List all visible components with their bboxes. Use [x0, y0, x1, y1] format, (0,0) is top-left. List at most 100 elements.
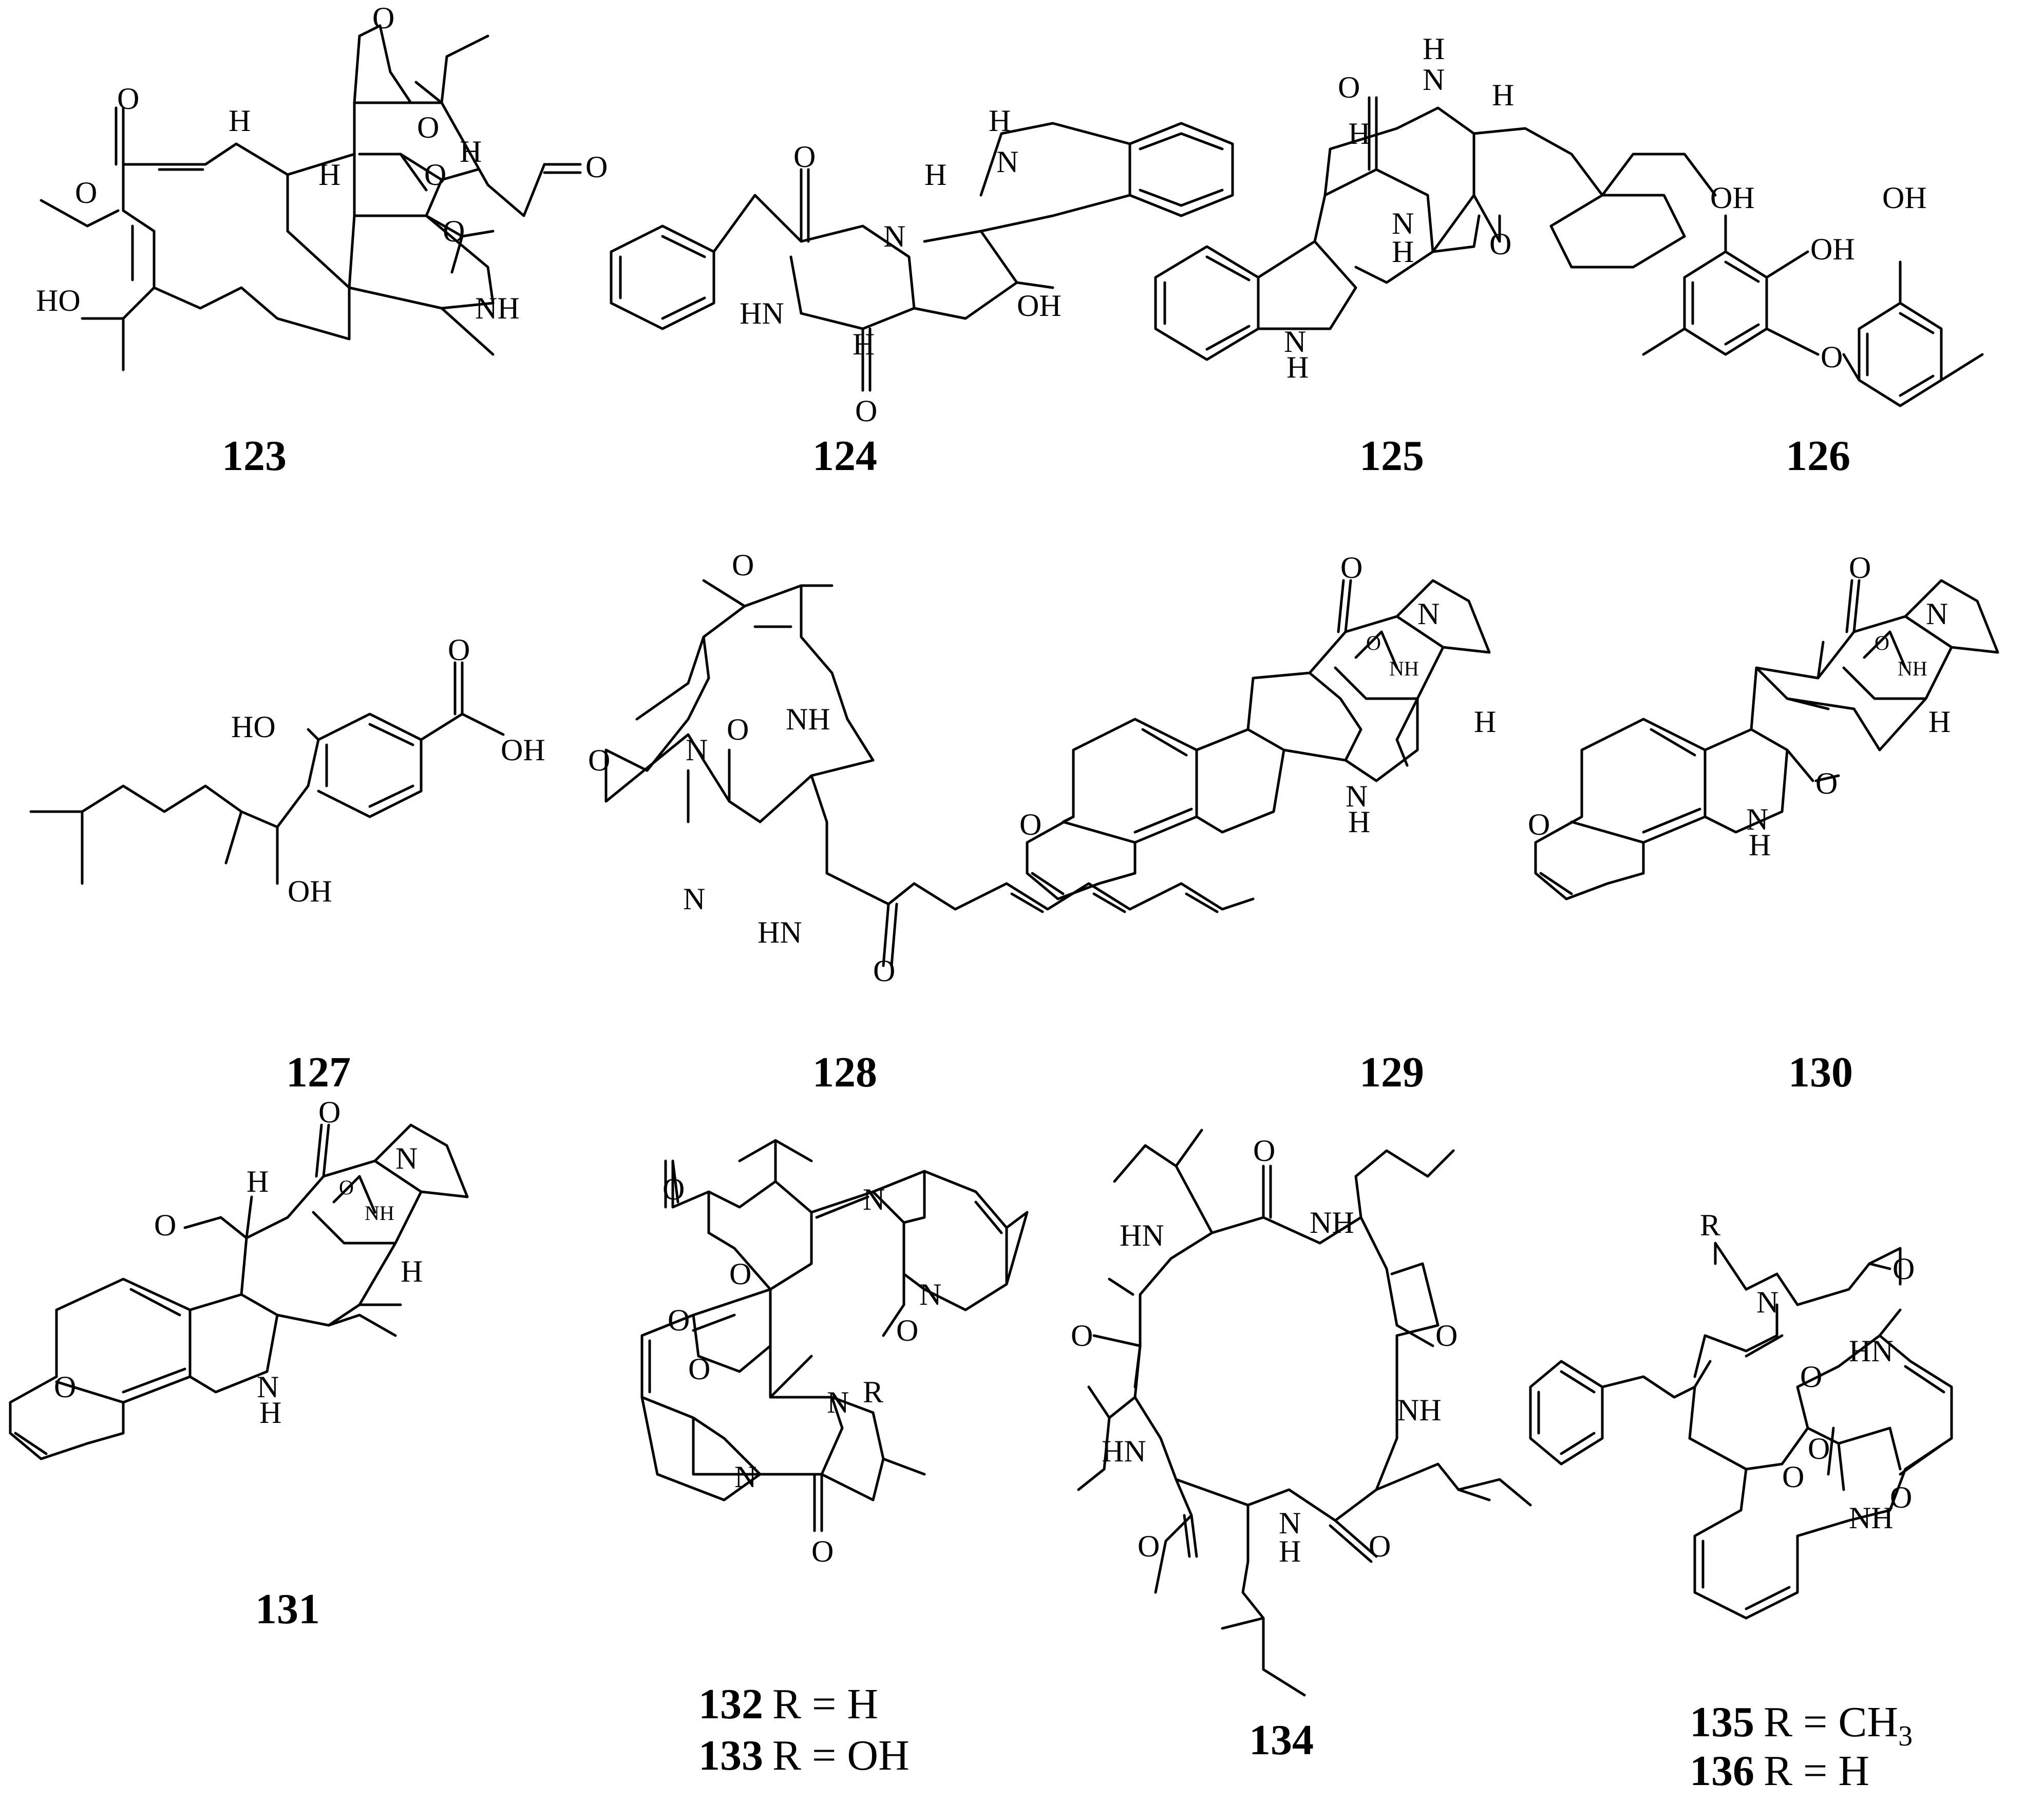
structure-134: O HN NH O O NH HN O O N H 134: [1071, 1129, 1532, 1764]
atom-label: N: [734, 1460, 756, 1494]
atom-label: N: [257, 1370, 279, 1404]
substituent-label: R = CH: [1764, 1698, 1898, 1746]
atom-label: H: [229, 104, 251, 138]
atom-label: HN: [1102, 1434, 1146, 1468]
atom-label: HN: [758, 915, 802, 949]
atom-label: NH: [1310, 1206, 1354, 1240]
atom-label: N: [1279, 1506, 1301, 1540]
atom-label: H: [989, 104, 1011, 138]
structure-129: O N O NH H O N H 129: [1019, 551, 1496, 1096]
atom-label: O: [585, 150, 608, 184]
atom-label: NH: [1849, 1501, 1894, 1535]
atom-label: OH: [1882, 181, 1927, 215]
atom-label: O: [1340, 551, 1362, 585]
atom-label: N: [1423, 63, 1445, 97]
atom-label: O: [1489, 227, 1511, 261]
substituent-label: R = H: [1764, 1747, 1869, 1795]
atom-label: N: [1346, 779, 1368, 813]
substituent-label: R = H: [772, 1680, 878, 1728]
atom-label: O: [448, 633, 470, 667]
atom-label: O: [1019, 808, 1042, 841]
atom-label: N: [883, 219, 905, 253]
atom-label: O: [417, 110, 439, 144]
atom-label: N: [1756, 1285, 1778, 1319]
structure-131: O N H O O NH H O N H 131: [9, 1095, 469, 1633]
atom-label: NH: [365, 1202, 394, 1225]
atom-label: N: [1926, 597, 1948, 631]
atom-label: O: [1815, 766, 1838, 800]
atom-label: N: [1746, 802, 1768, 836]
atom-label: R: [1700, 1208, 1720, 1242]
atom-label: O: [424, 158, 446, 192]
atom-label: OH: [1810, 232, 1855, 266]
atom-label: O: [1338, 70, 1360, 104]
compound-number: 136: [1690, 1747, 1754, 1795]
compound-number: 135: [1690, 1698, 1754, 1746]
atom-label: R: [863, 1375, 883, 1409]
atom-label: O: [1528, 808, 1550, 841]
atom-label: O: [1849, 551, 1871, 585]
substituent-subscript: 3: [1898, 1720, 1913, 1752]
atom-label: O: [1369, 1529, 1391, 1563]
atom-label: N: [827, 1385, 849, 1419]
atom-label: O: [1800, 1360, 1822, 1394]
atom-label: O: [663, 1172, 685, 1206]
atom-label: H: [1749, 828, 1771, 862]
atom-label: N: [1417, 597, 1440, 631]
atom-label: HO: [36, 284, 81, 317]
atom-label: H: [247, 1165, 269, 1198]
compound-number: 133: [698, 1732, 763, 1779]
atom-label: H: [1492, 78, 1514, 112]
atom-label: H: [1348, 805, 1370, 839]
atom-label: O: [1071, 1319, 1093, 1353]
atom-label: O: [855, 394, 877, 428]
atom-label: O: [588, 743, 610, 777]
atom-label: O: [117, 82, 139, 116]
atom-label: O: [339, 1176, 354, 1199]
atom-label: O: [318, 1095, 340, 1129]
atom-label: O: [1808, 1432, 1830, 1466]
compound-number: 127: [286, 1048, 351, 1096]
atom-label: N: [686, 733, 708, 767]
structure-127: HO O OH OH 127: [29, 633, 545, 1096]
compound-number: 130: [1788, 1048, 1853, 1096]
compound-number: 126: [1786, 432, 1850, 480]
atom-label: O: [54, 1370, 76, 1404]
atom-label: N: [919, 1278, 941, 1311]
atom-label: O: [1821, 340, 1843, 374]
atom-label: O: [154, 1208, 176, 1242]
atom-label: H: [460, 135, 482, 168]
atom-label: O: [873, 954, 895, 988]
atom-label: NH: [1898, 657, 1927, 680]
atom-label: O: [1138, 1529, 1160, 1563]
atom-label: O: [443, 214, 465, 248]
atom-label: H: [318, 158, 340, 192]
atom-label: O: [372, 1, 394, 35]
atom-label: N: [683, 882, 705, 916]
atom-label: HN: [740, 296, 784, 330]
structure-123: O O O O O O O H H H HO NH 123: [36, 1, 608, 480]
atom-label: O: [668, 1303, 690, 1337]
atom-label: H: [1392, 235, 1414, 269]
atom-label: H: [1423, 32, 1445, 66]
atom-label: H: [1348, 117, 1370, 151]
atom-label: O: [1890, 1480, 1912, 1514]
atom-label: N: [996, 145, 1018, 179]
atom-label: N: [863, 1182, 885, 1216]
structure-124: O O N H H N HN H OH 124: [610, 104, 1234, 480]
atom-label: O: [811, 1534, 834, 1568]
atom-label: O: [729, 1257, 751, 1291]
structure-128: O NH O N O N HN O 128: [588, 548, 1255, 1096]
atom-label: NH: [1389, 657, 1419, 680]
atom-label: OH: [1017, 289, 1062, 323]
atom-label: H: [401, 1254, 423, 1288]
atom-label: HN: [1849, 1334, 1894, 1368]
atom-label: O: [1782, 1460, 1804, 1494]
compound-number: 125: [1359, 432, 1424, 480]
